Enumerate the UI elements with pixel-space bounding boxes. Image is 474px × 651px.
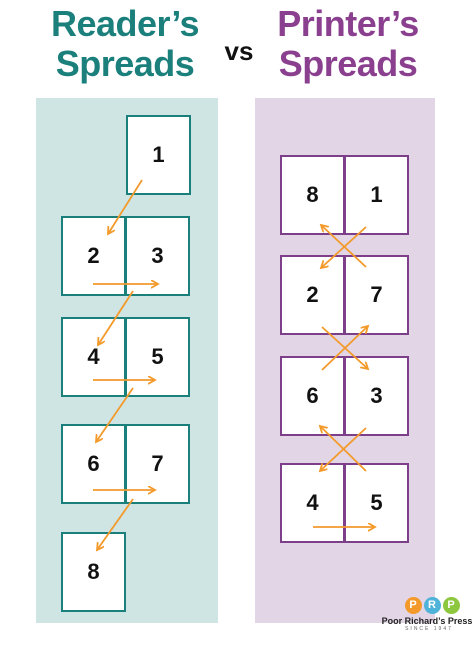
reader-page-4: 4 [61, 317, 126, 397]
printers-spreads-title: Printer’s Spreads [262, 4, 434, 84]
printer-spread-4-left: 4 [280, 463, 345, 543]
printer-spread-2-right: 7 [344, 255, 409, 335]
printer-spread-4-right: 5 [344, 463, 409, 543]
poor-richards-press-logo: P R P Poor Richard’s Press SINCE 1947 [382, 597, 474, 632]
reader-page-6: 6 [61, 424, 126, 504]
printers-title-line2: Spreads [278, 43, 418, 84]
printer-spread-2-left: 2 [280, 255, 345, 335]
logo-circle-r: R [423, 597, 441, 614]
printer-spread-1-left: 8 [280, 155, 345, 235]
reader-page-5: 5 [125, 317, 190, 397]
logo-name: Poor Richard’s Press [381, 616, 473, 626]
readers-title-line2: Spreads [55, 43, 195, 84]
printer-spread-3-left: 6 [280, 356, 345, 436]
reader-page-1: 1 [126, 115, 191, 195]
printers-title-line1: Printer’s [277, 3, 419, 44]
vs-label: vs [224, 36, 254, 66]
reader-page-7: 7 [125, 424, 190, 504]
logo-circle-p1: P [404, 597, 422, 614]
reader-page-3: 3 [125, 216, 190, 296]
logo-circle-p2: P [442, 597, 460, 614]
readers-spreads-title: Reader’s Spreads [30, 4, 220, 84]
readers-title-line1: Reader’s [50, 3, 200, 44]
printer-spread-1-right: 1 [344, 155, 409, 235]
reader-page-2: 2 [61, 216, 126, 296]
logo-circles: P R P [390, 597, 474, 614]
reader-page-8: 8 [61, 532, 126, 612]
printer-spread-3-right: 3 [344, 356, 409, 436]
logo-since: SINCE 1947 [405, 626, 453, 632]
